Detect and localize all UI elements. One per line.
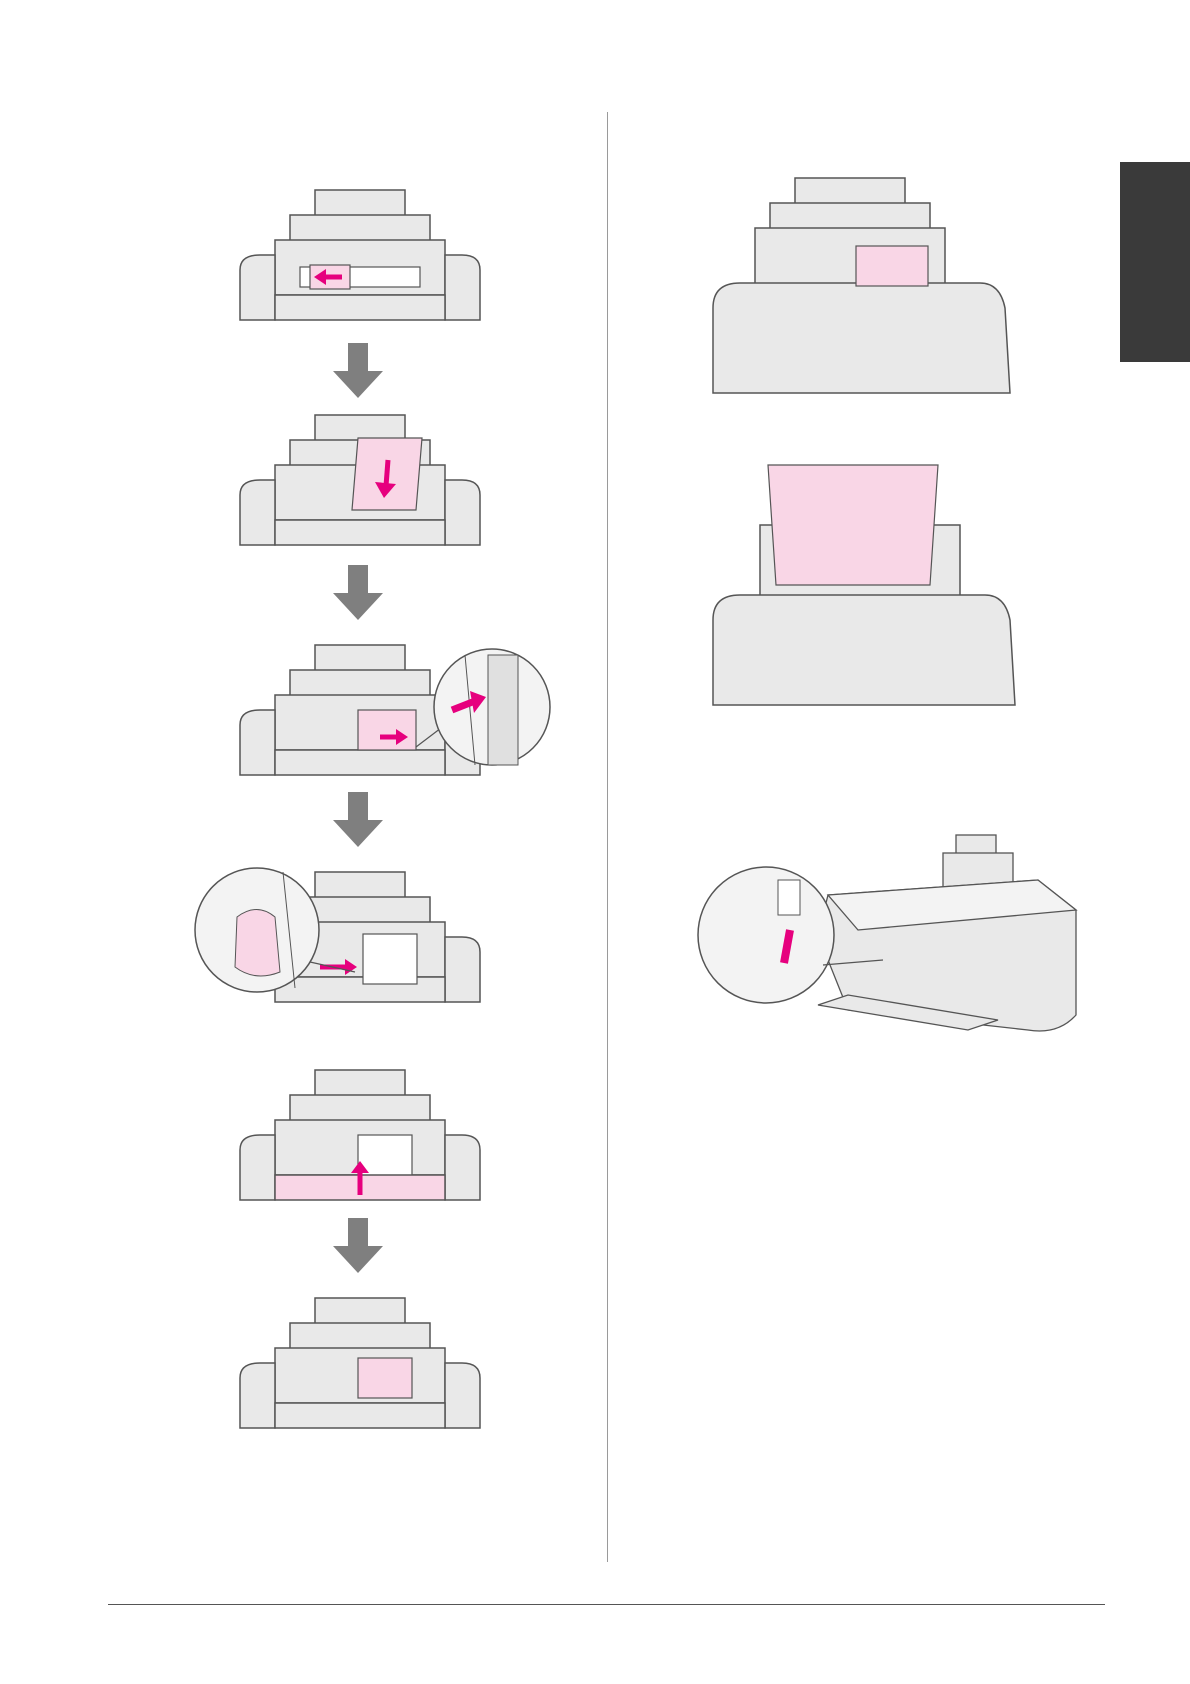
figure-slide-guide-to-paper [230,635,560,775]
footer-rule [108,1604,1105,1605]
figure-flip-feeder-guard [230,1065,490,1205]
figure-paper-loaded [230,1293,490,1433]
figure-load-paper-down [230,410,490,550]
step-arrow-3 [333,792,383,847]
figure-slide-edge-guide-left [230,185,490,325]
step-arrow-2 [333,565,383,620]
figure-load-envelope-guide [195,862,495,1002]
figure-small-paper-loaded [710,168,1010,393]
column-divider [607,112,608,1562]
figure-large-paper-loaded [710,465,1020,705]
section-tab [1120,162,1190,362]
figure-paper-thickness-lever [698,835,1083,1035]
step-arrow-1 [333,343,383,398]
step-arrow-4 [333,1218,383,1273]
